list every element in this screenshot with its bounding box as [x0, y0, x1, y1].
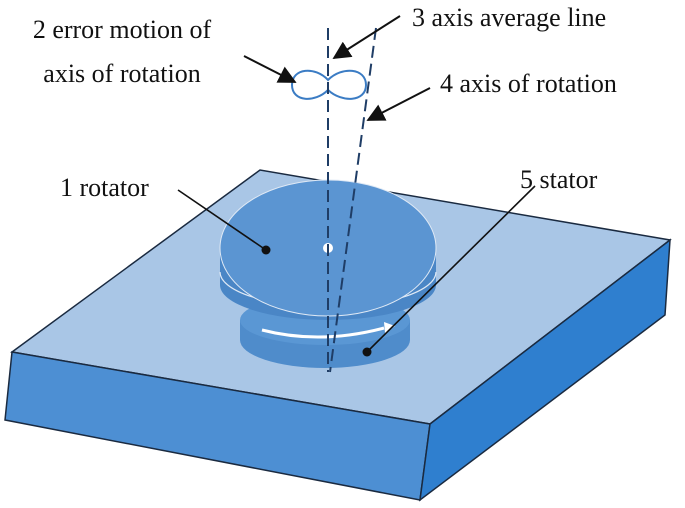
label-error-motion-line1: 2 error motion of: [33, 15, 212, 44]
rotator-leader: [177, 189, 267, 251]
rotator-leader-dot: [261, 245, 271, 255]
axis-of-rotation-line: [329, 27, 377, 373]
axis-average-leader: [332, 15, 401, 59]
rotation-direction-arrowhead: [384, 322, 395, 333]
label-rotator: 1 rotator: [60, 173, 149, 202]
stator-leader: [366, 185, 536, 353]
axis-of-rotation-leader: [366, 87, 431, 121]
stator-leader-dot: [362, 347, 372, 357]
error-motion-leader: [243, 55, 297, 83]
label-error-motion-line2: axis of rotation: [43, 59, 200, 88]
rotation-direction-arrow: [261, 326, 385, 339]
label-axis-average-line: 3 axis average line: [412, 3, 606, 32]
label-axis-of-rotation: 4 axis of rotation: [440, 69, 617, 98]
base-plate-right: [419, 238, 671, 502]
label-stator: 5 stator: [520, 165, 598, 194]
